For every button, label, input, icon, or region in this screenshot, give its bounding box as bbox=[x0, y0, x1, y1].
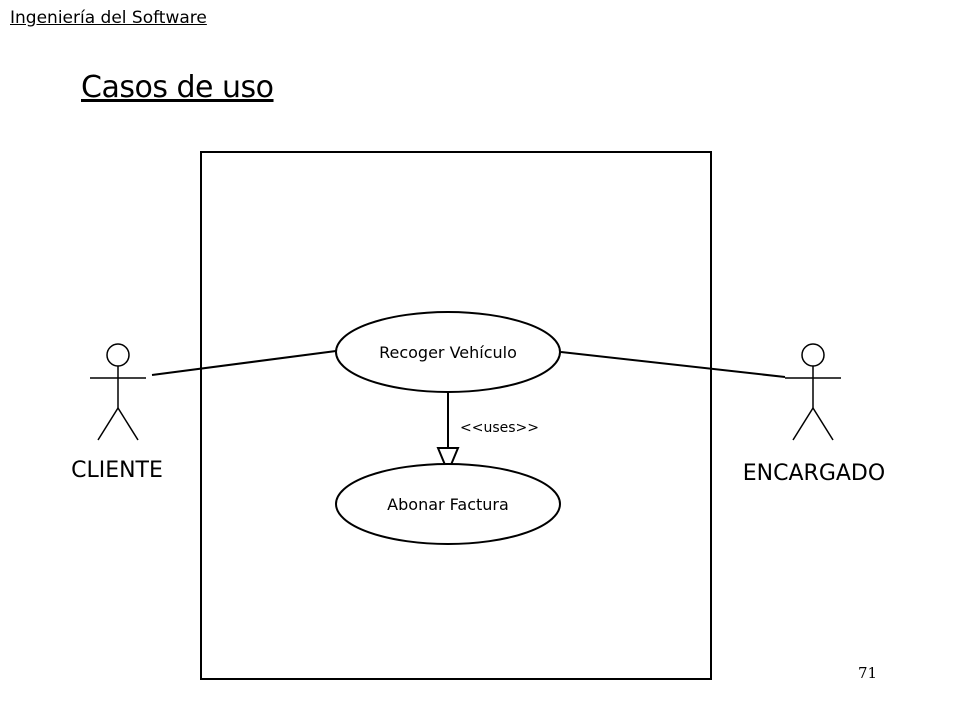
page-number: 71 bbox=[858, 664, 878, 682]
actor-label: ENCARGADO bbox=[743, 461, 885, 486]
course-header-link[interactable]: Ingeniería del Software bbox=[10, 8, 207, 28]
actor-label: CLIENTE bbox=[71, 458, 163, 483]
stick-figure-icon bbox=[785, 343, 841, 441]
uses-relationship-label: <<uses>> bbox=[460, 420, 539, 436]
actor-encargado[interactable]: ENCARGADO bbox=[743, 343, 885, 486]
slide-title: Casos de uso bbox=[81, 70, 274, 105]
uses-arrowhead-icon bbox=[436, 447, 460, 475]
stick-figure-icon bbox=[90, 343, 146, 441]
use-case-label: Recoger Vehículo bbox=[379, 343, 517, 362]
use-case-label: Abonar Factura bbox=[387, 495, 509, 514]
use-case-recoger-vehiculo[interactable]: Recoger Vehículo bbox=[335, 311, 561, 393]
use-case-abonar-factura[interactable]: Abonar Factura bbox=[335, 463, 561, 545]
association-encargado-recoger bbox=[560, 351, 786, 378]
system-boundary bbox=[200, 151, 712, 680]
actor-cliente[interactable]: CLIENTE bbox=[71, 343, 163, 483]
association-cliente-recoger bbox=[151, 350, 337, 376]
